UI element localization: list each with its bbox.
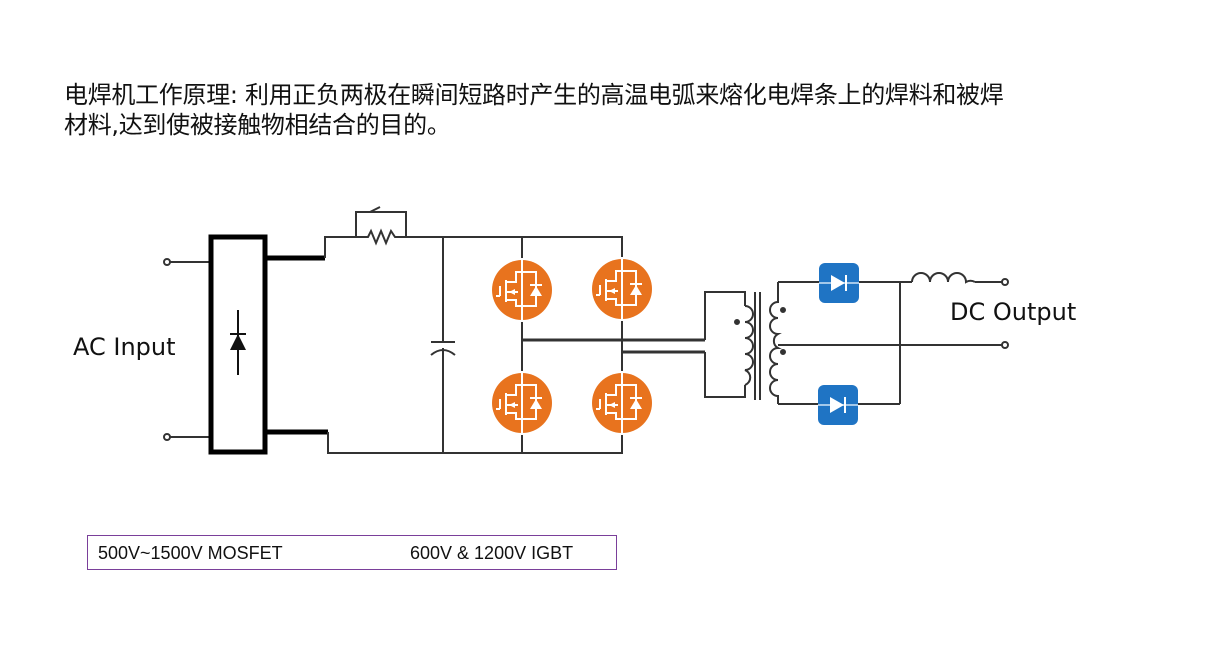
inrush-resistor — [355, 206, 407, 246]
mosfet-bottom-right-icon — [591, 370, 653, 436]
mosfet-spec: 500V~1500V MOSFET — [98, 543, 283, 563]
description-line-1: 电焊机工作原理: 利用正负两极在瞬间短路时产生的高温电弧来熔化电焊条上的焊料和被… — [64, 81, 1004, 109]
dc-output-label: DC Output — [950, 298, 1077, 326]
diode-top-icon — [818, 262, 860, 304]
output-inductor — [911, 272, 1003, 284]
bridge-rectifier — [208, 234, 268, 455]
description: 电焊机工作原理: 利用正负两极在瞬间短路时产生的高温电弧来熔化电焊条上的焊料和被… — [64, 80, 1164, 140]
transformer — [704, 282, 786, 404]
diode-bottom-icon — [817, 384, 859, 426]
ac-input-label: AC Input — [73, 333, 176, 361]
mosfet-bottom-left-icon — [491, 370, 553, 436]
igbt-spec: 600V & 1200V IGBT — [410, 543, 574, 563]
bus-capacitor — [430, 237, 456, 453]
mosfet-top-right-icon — [591, 256, 653, 322]
dc-output-terminals — [1001, 278, 1009, 349]
device-spec-box: 500V~1500V MOSFET 600V & 1200V IGBT — [87, 535, 617, 570]
description-line-2: 材料,达到使被接触物相结合的目的。 — [64, 111, 451, 139]
mosfet-top-left-icon — [491, 257, 553, 323]
ac-input-terminals — [163, 258, 212, 441]
